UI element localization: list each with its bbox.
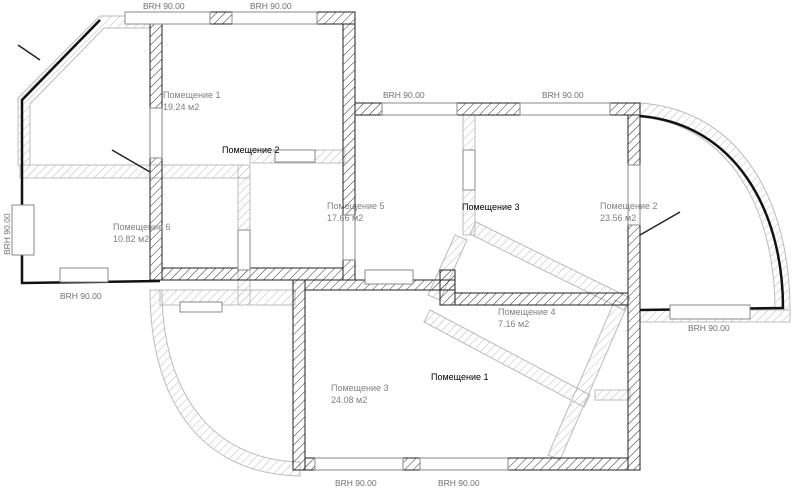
window-label: BRH 90.00	[250, 1, 292, 11]
room-area: 10.82 м2	[113, 234, 149, 244]
window-labels: BRH 90.00 BRH 90.00 BRH 90.00 BRH 90.00 …	[2, 1, 730, 488]
main-walls	[149, 11, 641, 471]
window-label: BRH 90.00	[2, 213, 12, 255]
window-label: BRH 90.00	[143, 1, 185, 11]
door-swings	[17, 44, 681, 236]
room-area: 24.08 м2	[331, 395, 367, 405]
window-label: BRH 90.00	[688, 323, 730, 333]
window-label: BRH 90.00	[542, 90, 584, 100]
room-name: Помещение 5	[327, 201, 385, 211]
window-label: BRH 90.00	[60, 291, 102, 301]
door-icon	[639, 211, 681, 236]
zone-label: Помещение 1	[431, 372, 489, 382]
room-area: 23.56 м2	[600, 213, 636, 223]
room-name: Помещение 4	[498, 307, 556, 317]
room-name: Помещение 1	[163, 90, 221, 100]
door-icon	[17, 44, 41, 61]
room-name: Помещение 2	[600, 201, 658, 211]
lower-layer-walls	[17, 15, 791, 477]
room-name: Помещение 3	[331, 383, 389, 393]
window-label: BRH 90.00	[335, 478, 377, 488]
room-name: Помещение 6	[113, 222, 171, 232]
room-area: 17.66 м2	[327, 213, 363, 223]
zone-label: Помещение 2	[222, 145, 280, 155]
windows	[11, 11, 751, 471]
room-labels: Помещение 1 19.24 м2 Помещение 6 10.82 м…	[113, 90, 658, 405]
room-area: 19.24 м2	[163, 102, 199, 112]
door-icon	[111, 149, 151, 173]
zone-label: Помещение 3	[462, 202, 520, 212]
window-label: BRH 90.00	[438, 478, 480, 488]
room-area: 7.16 м2	[498, 319, 529, 329]
window-label: BRH 90.00	[383, 90, 425, 100]
